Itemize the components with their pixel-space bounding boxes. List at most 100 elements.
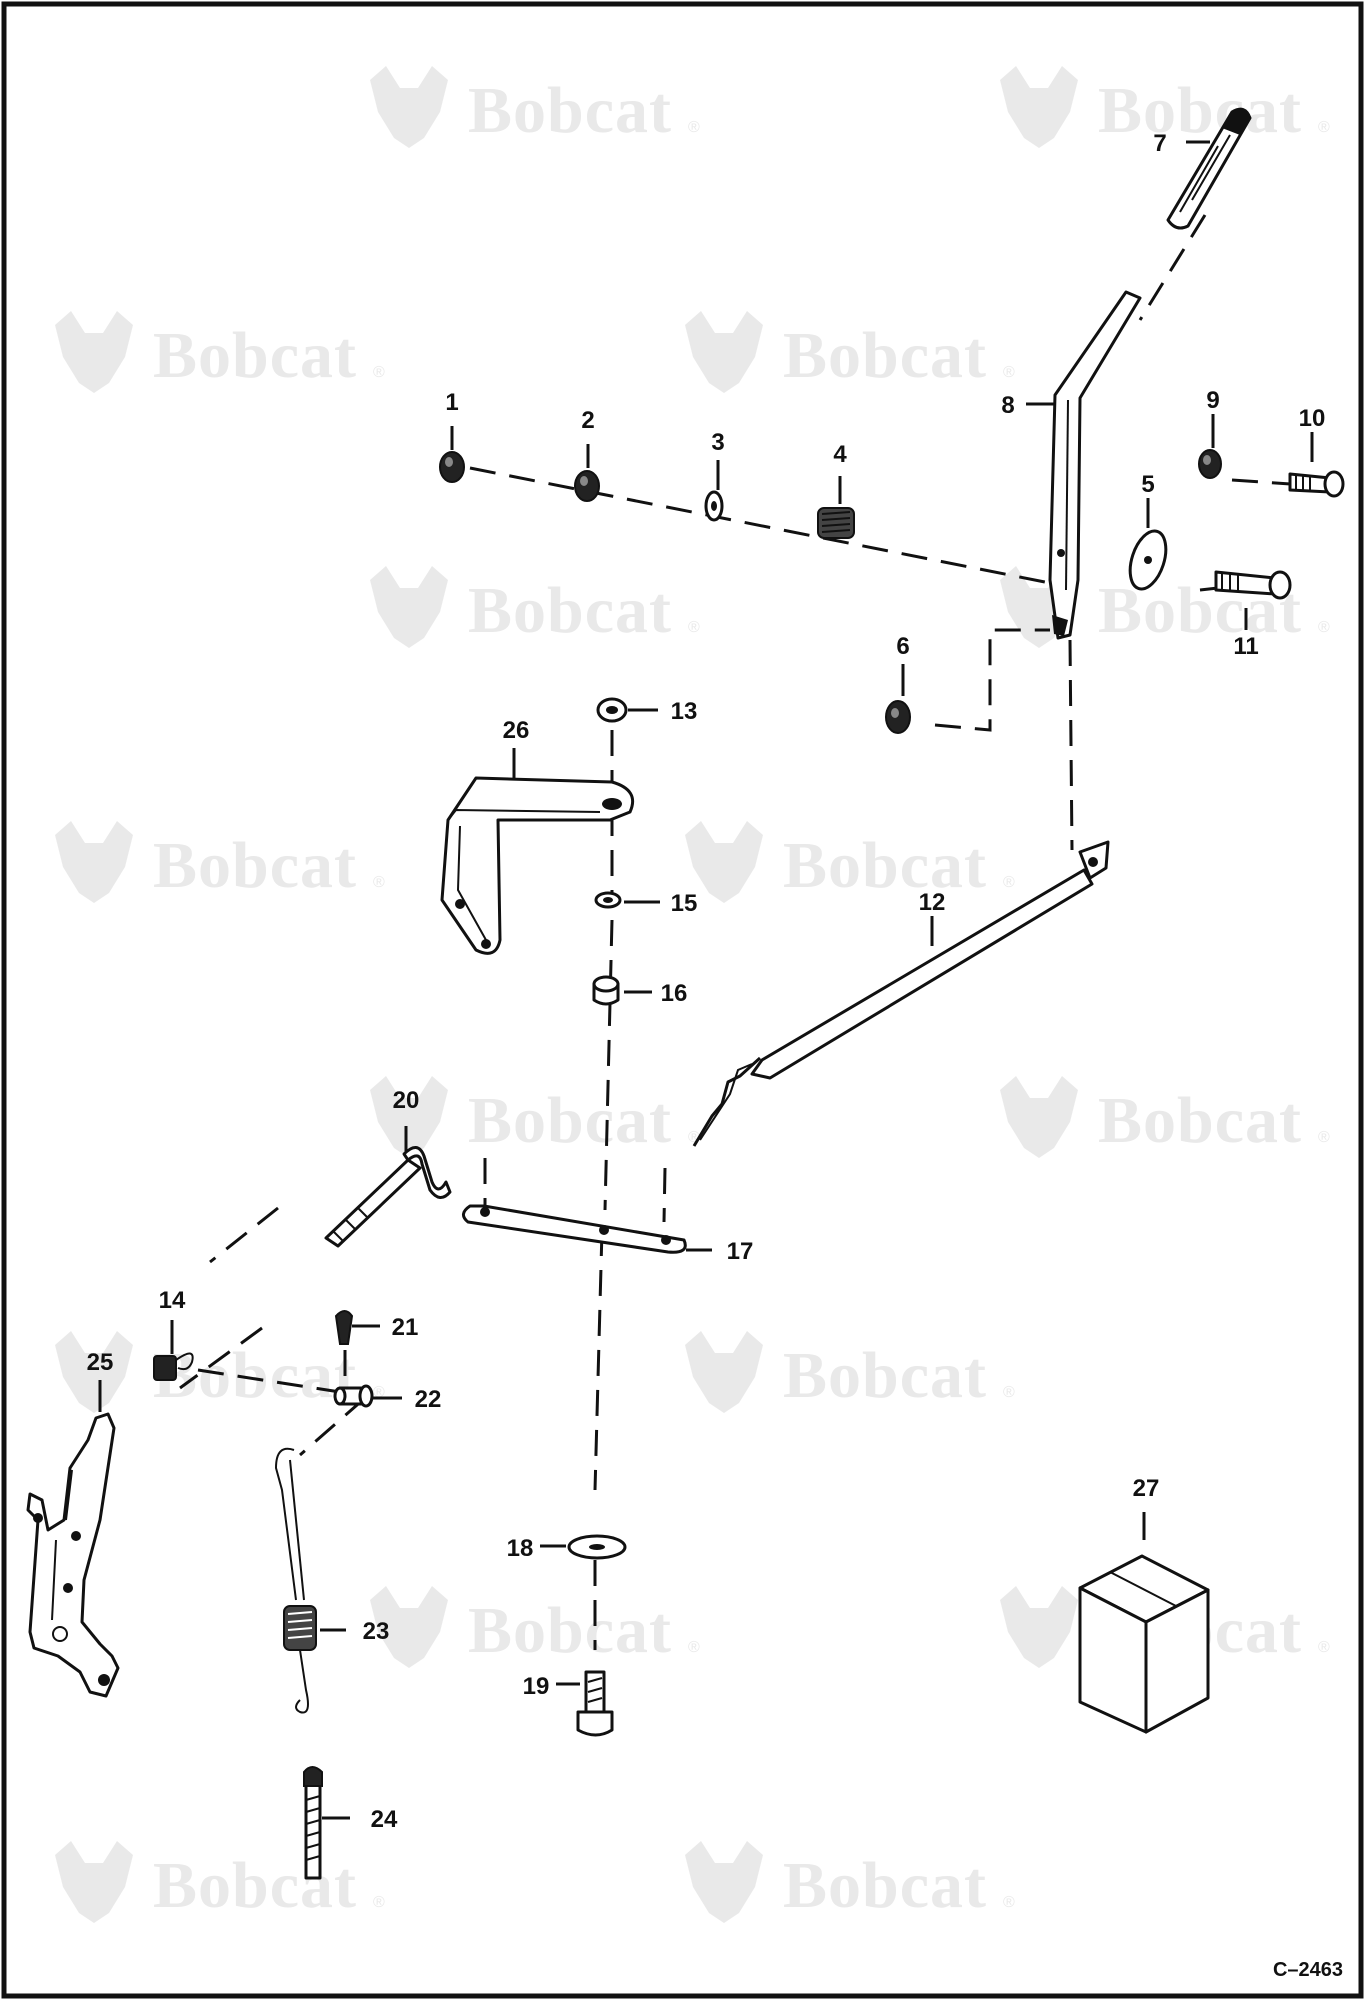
callout-9: 9	[1206, 387, 1219, 414]
callout-3: 3	[711, 429, 724, 456]
watermark-text: Bobcat	[153, 829, 357, 902]
callout-7: 7	[1153, 130, 1166, 157]
part-18-washer	[567, 1534, 627, 1560]
callout-6: 6	[896, 633, 909, 660]
part-12-linkage-rod	[692, 840, 1110, 1147]
watermark-registered-mark: ®	[688, 1639, 700, 1656]
part-13-nut	[596, 697, 628, 723]
callout-2: 2	[581, 407, 594, 434]
watermark: Bobcat ®	[55, 821, 385, 903]
callout-13: 13	[671, 698, 698, 725]
assembly-lines	[179, 214, 1307, 1650]
watermark-registered-mark: ®	[373, 1894, 385, 1911]
callout-26: 26	[503, 717, 530, 744]
callout-5: 5	[1141, 471, 1154, 498]
watermark-registered-mark: ®	[1318, 619, 1330, 636]
leader-lines	[98, 140, 1314, 1820]
watermark-registered-mark: ®	[1003, 874, 1015, 891]
callout-12: 12	[919, 889, 946, 916]
watermark-text: Bobcat	[153, 319, 357, 392]
watermark: Bobcat ®	[370, 566, 700, 648]
watermark-text: Bobcat	[468, 74, 672, 147]
callout-10: 10	[1299, 405, 1326, 432]
callout-24: 24	[371, 1806, 398, 1833]
part-14-clip	[153, 1352, 194, 1381]
watermark-registered-mark: ®	[373, 874, 385, 891]
callout-25: 25	[87, 1349, 114, 1376]
watermark-text: Bobcat	[1098, 1084, 1302, 1157]
bobcat-head-icon	[370, 1076, 448, 1158]
callout-21: 21	[392, 1314, 419, 1341]
part-4-spring	[817, 507, 855, 539]
part-8-control-lever	[1048, 290, 1142, 640]
watermark: Bobcat®	[685, 1841, 1015, 1923]
watermark-registered-mark: ®	[1318, 119, 1330, 136]
part-7-handle-grip	[1166, 107, 1252, 230]
watermark-registered-mark: ®	[373, 364, 385, 381]
watermark-text: Bobcat	[153, 1339, 357, 1412]
watermark: Bobcat ®	[55, 1841, 385, 1923]
watermark: Bobcat ®	[370, 66, 700, 148]
watermark-text: Bobcat	[783, 1849, 987, 1922]
bobcat-head-icon	[55, 311, 133, 393]
watermark-text: Bobcat	[153, 1849, 357, 1922]
callout-18: 18	[507, 1535, 534, 1562]
bobcat-head-icon	[370, 66, 448, 148]
bobcat-head-icon	[55, 821, 133, 903]
watermark-registered-mark: ®	[1003, 364, 1015, 381]
watermark-text: Bobcat	[1098, 74, 1302, 147]
part-1-nut	[439, 451, 465, 483]
bobcat-head-icon	[685, 821, 763, 903]
watermark: Bobcat ®	[55, 311, 385, 393]
part-19-bolt	[576, 1670, 614, 1737]
callout-8: 8	[1001, 392, 1014, 419]
watermark-text: Bobcat	[468, 574, 672, 647]
watermark-registered-mark: ®	[688, 119, 700, 136]
watermark-layer: Bobcat ® Bobcat ® Bobcat ® Bobcat ® Bobcat ® Bobca…	[55, 66, 1330, 1923]
callout-27: 27	[1133, 1475, 1160, 1502]
watermark-text: Bobcat	[783, 319, 987, 392]
part-17-link-plate	[462, 1204, 687, 1254]
part-10-bolt	[1288, 470, 1345, 498]
watermark: Bobcat®	[685, 1331, 1015, 1413]
bobcat-head-icon	[685, 1841, 763, 1923]
watermark-text: Bobcat	[783, 1339, 987, 1412]
callout-19: 19	[523, 1673, 550, 1700]
callout-labels: 1 2 3 4 5 6 7 8 9 10 11 12 13 14 15 16 1…	[87, 130, 1326, 1833]
callout-4: 4	[833, 441, 847, 468]
part-5-disc	[1128, 529, 1168, 591]
watermark-registered-mark: ®	[688, 619, 700, 636]
part-26-mounting-bracket	[440, 776, 635, 955]
part-22-clevis-pin	[333, 1384, 374, 1408]
part-15-bushing	[594, 891, 622, 909]
part-20-control-rod	[324, 1146, 452, 1248]
callout-14: 14	[159, 1287, 186, 1314]
part-16-spacer	[592, 975, 620, 1006]
bobcat-head-icon	[685, 1331, 763, 1413]
drawing-number: C–2463	[1273, 1959, 1343, 1981]
watermark: Bobcat®	[370, 1586, 700, 1668]
watermark-text: Bobcat	[783, 829, 987, 902]
watermark: Bobcat®	[55, 1331, 385, 1413]
part-21-cotter-pin	[334, 1310, 354, 1345]
bobcat-head-icon	[1000, 66, 1078, 148]
bobcat-head-icon	[55, 1331, 133, 1413]
box-icon	[1078, 1554, 1210, 1734]
part-6-nut	[885, 700, 911, 734]
watermark-registered-mark: ®	[1318, 1639, 1330, 1656]
watermark: Bobcat ®	[1000, 66, 1330, 148]
callout-15: 15	[671, 890, 698, 917]
callout-22: 22	[415, 1386, 442, 1413]
callout-20: 20	[393, 1087, 420, 1114]
watermark-text: Bobcat	[468, 1084, 672, 1157]
bobcat-head-icon	[1000, 1586, 1078, 1668]
watermark: Bobcat ®	[685, 821, 1015, 903]
callout-17: 17	[727, 1238, 754, 1265]
part-11-bolt	[1214, 570, 1292, 600]
bobcat-head-icon	[370, 1586, 448, 1668]
callout-11: 11	[1233, 633, 1258, 660]
watermark: Bobcat®	[1000, 1076, 1330, 1158]
part-25-governor-bracket	[26, 1412, 120, 1698]
callout-1: 1	[445, 389, 458, 416]
